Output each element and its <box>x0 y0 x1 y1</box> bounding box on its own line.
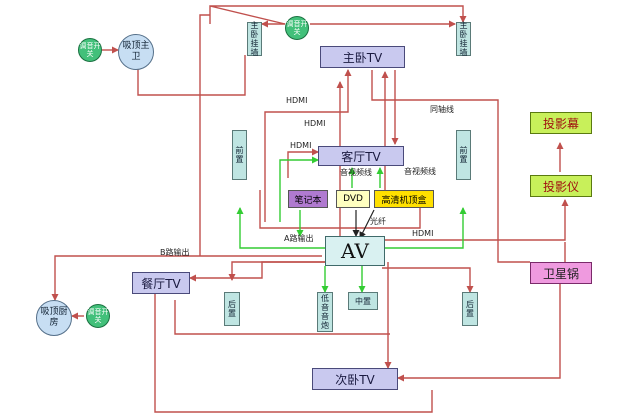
projection-screen: 投影幕 <box>530 112 592 134</box>
center-speaker: 中置 <box>348 292 378 310</box>
ceiling-speaker-kitchen: 吸顶厨房 <box>36 300 72 336</box>
label-coax: 同轴线 <box>430 105 454 114</box>
line-av-front-left <box>236 207 325 249</box>
line-av-projector <box>385 199 569 241</box>
front-left-speaker: 前置 <box>232 130 247 180</box>
line-dining-second <box>174 300 390 335</box>
label-hdmi-2: HDMI <box>304 119 326 128</box>
satellite-dish: 卫星锅 <box>530 262 592 284</box>
line-av-rear-right <box>382 267 474 293</box>
front-right-speaker: 前置 <box>456 130 471 180</box>
label-zone-b: B路输出 <box>160 248 190 257</box>
line-av-up-left <box>199 14 210 256</box>
line-av-front-right <box>385 207 467 249</box>
line-optical <box>359 209 375 239</box>
line-master-to-sat <box>371 70 530 263</box>
line-master-spk-to-bath <box>134 55 246 96</box>
line-laptop-av <box>279 156 319 222</box>
label-av-cable-2: 音视频线 <box>404 167 436 176</box>
master-right-wall-speaker: 主卧挂墙 <box>456 21 471 57</box>
second-bedroom-tv: 次卧TV <box>312 368 398 390</box>
dvd-source: DVD <box>336 190 370 208</box>
av-receiver: AV <box>325 236 385 266</box>
label-hdmi-3: HDMI <box>290 141 312 150</box>
label-hdmi-4: HDMI <box>412 229 434 238</box>
line-av-dining <box>189 261 330 282</box>
line-hdmi-master-left2 <box>264 69 352 222</box>
ceiling-speaker-bathroom: 吸顶主卫 <box>118 34 154 70</box>
label-hdmi-1: HDMI <box>286 96 308 105</box>
dining-room-tv: 餐厅TV <box>132 272 190 294</box>
master-left-wall-speaker: 主卧挂墙 <box>247 21 262 57</box>
rear-left-speaker: 后置 <box>224 292 240 326</box>
label-zone-a: A路输出 <box>284 234 314 243</box>
rear-right-speaker: 后置 <box>462 292 478 326</box>
line-sat-second <box>397 284 561 382</box>
subwoofer: 低音音炮 <box>317 292 333 332</box>
volume-switch-bottom: 调音开关 <box>86 304 110 328</box>
laptop-source: 笔记本 <box>288 190 328 208</box>
line-hdmi-living <box>287 148 319 178</box>
volume-switch-left: 调音开关 <box>78 38 102 62</box>
settop-box-source: 高清机顶盒 <box>374 190 434 208</box>
living-room-tv: 客厅TV <box>318 146 404 166</box>
line-settop-av <box>259 190 421 229</box>
line-bottom-loop <box>154 290 433 413</box>
master-bedroom-tv: 主卧TV <box>320 46 405 68</box>
line-zone-b <box>51 255 322 301</box>
projector: 投影仪 <box>530 175 592 197</box>
label-optical: 光纤 <box>370 217 386 226</box>
volume-switch-top: 调音开关 <box>285 16 309 40</box>
label-av-cable-1: 音视频线 <box>340 168 372 177</box>
